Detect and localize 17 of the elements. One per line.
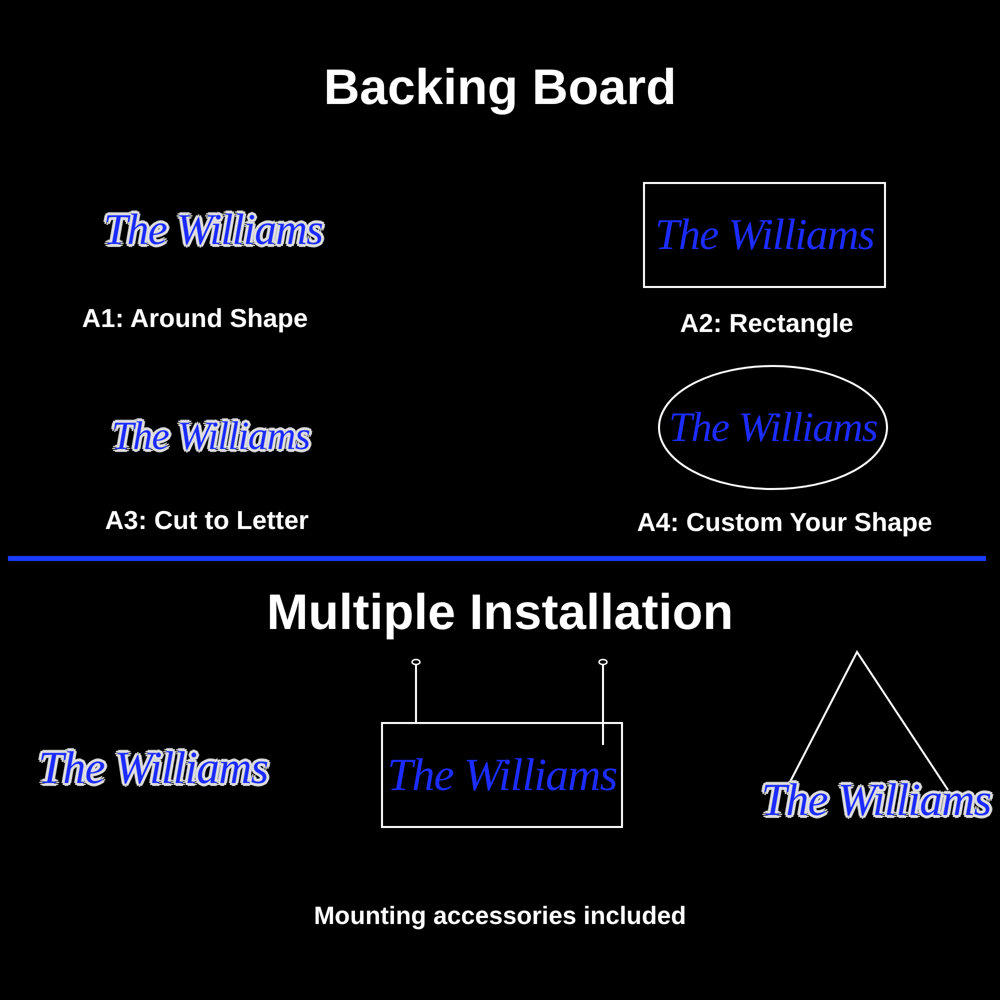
sign-backing-board bbox=[381, 722, 623, 828]
sign-backing-board bbox=[658, 365, 888, 490]
option-label: A1: Around Shape bbox=[82, 303, 308, 334]
sign-backing-board bbox=[643, 182, 886, 288]
option-label: A4: Custom Your Shape bbox=[637, 507, 932, 538]
neon-sign-text: The Williams bbox=[38, 730, 268, 806]
neon-sign-text: The Williams bbox=[108, 405, 313, 467]
neon-sign-text: The Williams bbox=[668, 406, 878, 448]
heading: Backing Board bbox=[322, 58, 678, 116]
caption: Mounting accessories included bbox=[312, 902, 688, 931]
neon-sign-text: The Williams bbox=[98, 195, 328, 265]
neon-sign-text: The Williams bbox=[387, 752, 617, 798]
heading: Multiple Installation bbox=[266, 583, 734, 641]
option-label: A2: Rectangle bbox=[680, 308, 854, 339]
option-label: A3: Cut to Letter bbox=[105, 505, 309, 536]
neon-sign-text: The Williams bbox=[762, 760, 990, 840]
neon-sign-text: The Williams bbox=[654, 213, 874, 257]
